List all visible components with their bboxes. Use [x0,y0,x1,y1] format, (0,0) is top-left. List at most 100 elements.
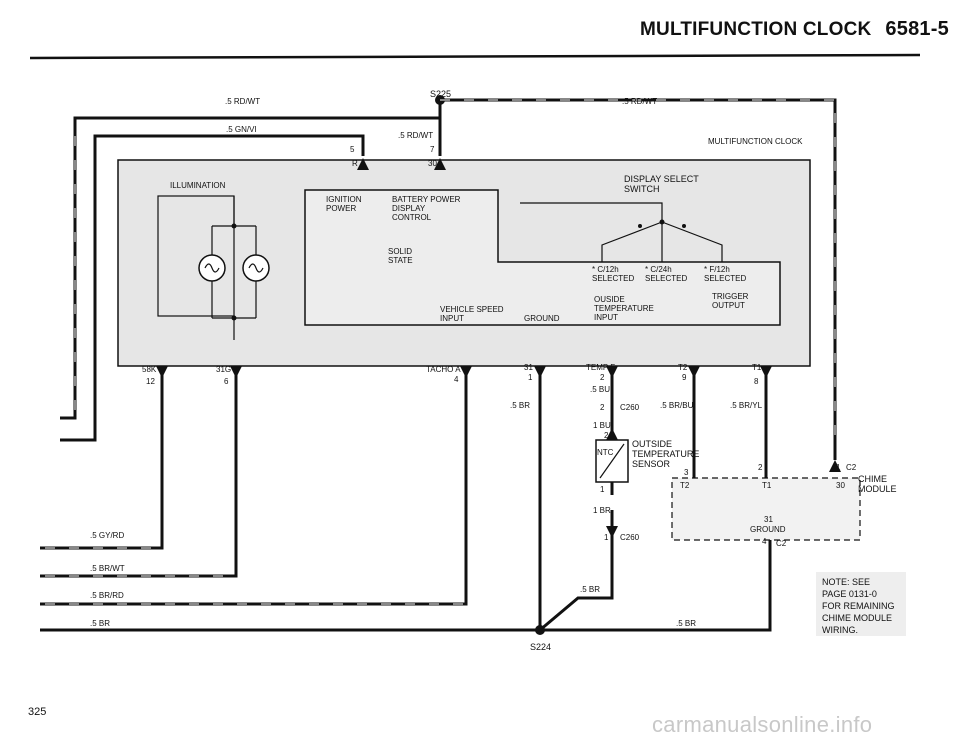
bulb-right-icon [242,226,270,318]
wire-label: .5 GN/VI [226,125,257,134]
pin-label: 12 [146,377,155,386]
module-text: VEHICLE SPEED [440,305,504,314]
wire-rd-wt [60,98,837,460]
wire-label: .5 RD/WT [398,131,433,140]
module-text: SWITCH [624,184,660,194]
wire-label: .5 BR/RD [90,591,124,600]
module-text: GROUND [524,314,560,323]
module-text: TEMPERATURE [594,304,654,313]
pin-label: 31G [216,365,231,374]
module-title: MULTIFUNCTION CLOCK [708,137,803,146]
module-text: INPUT [440,314,464,323]
sensor-label: OUTSIDE [632,439,672,449]
wire-label: .5 GY/RD [90,531,124,540]
wire-sensor-ground [539,510,614,632]
pin-label: 1 [528,373,533,382]
wire-gy-rd [40,370,164,550]
header-number: 6581-5 [885,18,949,40]
splice-label: S224 [530,642,551,652]
wire-br-rd [40,370,468,606]
pin-label: 5 [350,145,355,154]
wire-label: 1 BR [593,506,611,515]
module-text: OUSIDE [594,295,625,304]
wire-label: .5 BR [580,585,600,594]
splice-label: S225 [430,89,451,99]
pin-label: 2 [600,373,605,382]
sensor-label: TEMPERATURE [632,449,699,459]
wire-br-wt [40,370,238,578]
module-text: SOLID [388,247,412,256]
pin-label: T1 [762,481,772,490]
pin-label: 9 [682,373,687,382]
module-text: * F/12h [704,265,730,274]
wire-label: .5 BU [590,385,610,394]
module-text: BATTERY POWER [392,195,461,204]
pin-label: R [352,159,358,168]
pin-label: TEMP F [586,363,615,372]
illumination-box [157,195,235,317]
pin-label: TACHO A [426,365,461,374]
connector-label: C260 [620,403,640,412]
note-text: FOR REMAINING [822,601,895,611]
pin-label: 31 [524,363,533,372]
watermark: carmanualsonline.info [652,712,873,737]
pin-label: 3 [684,468,689,477]
module-text: * C/12h [592,265,619,274]
wire-label: .5 BR/BU [660,401,694,410]
pin-label: T2 [680,481,690,490]
pin-label: 4 [454,375,459,384]
note-text: PAGE 0131-0 [822,589,877,599]
sensor-label: SENSOR [632,459,671,469]
module-text: OUTPUT [712,301,745,310]
solid-state-box [304,189,781,326]
wire-label: 1 BU [593,421,611,430]
chime-label: MODULE [858,484,897,494]
chime-label: CHIME [858,474,887,484]
wire-label: .5 BR [510,401,530,410]
pin-label: 2 [758,463,763,472]
module-text: DISPLAY [392,204,426,213]
wire-label: .5 BR [676,619,696,628]
wire-label: .5 BR [90,619,110,628]
module-text: DISPLAY SELECT [624,174,699,184]
wire-label: .5 RD/WT [622,97,657,106]
pin-label: T2 [678,363,688,372]
pin-label: 31 [764,515,773,524]
module-text: IGNITION [326,195,362,204]
note-box [816,572,906,636]
connector-label: C2 [776,539,787,548]
note-text: CHIME MODULE [822,613,892,623]
pin-label: 2 [600,403,605,412]
pin-label: 1 [604,533,609,542]
bulb-left-icon [198,226,226,318]
pin-label: 6 [224,377,229,386]
note-text: WIRING. [822,625,858,635]
pin-label: 1 [836,463,841,472]
illumination-label: ILLUMINATION [170,181,226,190]
display-select-switch-icon [520,202,723,262]
pin-label: 7 [430,145,435,154]
splice-s224 [535,625,545,635]
wire-gn-vi [60,134,365,442]
connector-label: C260 [620,533,640,542]
chime-module-box [671,477,861,541]
module-text: CONTROL [392,213,432,222]
note-text: NOTE: SEE [822,577,870,587]
page-header: MULTIFUNCTION CLOCK 6581-5 [640,18,949,41]
pin-label: 8 [754,377,759,386]
sensor-ntc-label: NTC [597,448,614,457]
module-text: POWER [326,204,356,213]
module-text: TRIGGER [712,292,749,301]
page-number: 325 [28,706,47,718]
module-text: SELECTED [704,274,746,283]
wire-label: .5 BR/YL [730,401,763,410]
pin-label: 2 [604,431,609,440]
module-text: * C/24h [645,265,672,274]
wire-label: .5 RD/WT [225,97,260,106]
pin-label: 1 [600,485,605,494]
module-text: STATE [388,256,413,265]
module-text: SELECTED [645,274,687,283]
header-title: MULTIFUNCTION CLOCK [640,19,872,40]
pin-label: GROUND [750,525,786,534]
